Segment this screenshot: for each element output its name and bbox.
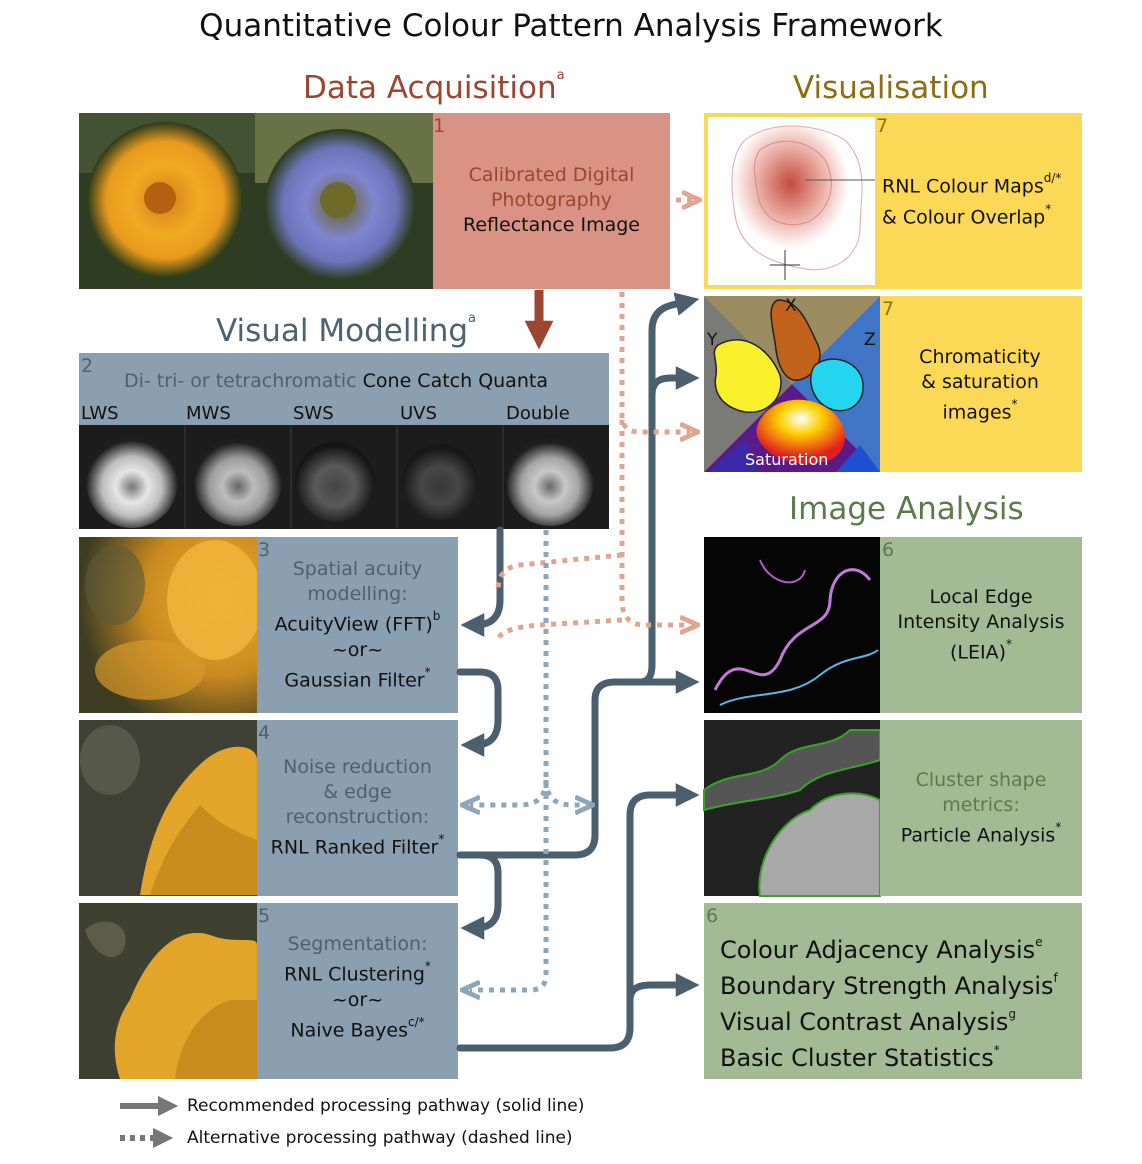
vis2-line2: & saturation (921, 370, 1039, 395)
box3-line4: ~or~ (332, 638, 383, 663)
ana1-line1: Local Edge (929, 585, 1032, 610)
box5-image (79, 903, 257, 1079)
box5-number: 5 (258, 905, 270, 927)
vis2-axis-x: X (785, 296, 797, 316)
box3-text: Spatial acuity modelling: AcuityView (FF… (257, 560, 458, 690)
ana3-sup2: f (1054, 971, 1058, 985)
box4-sup4: * (438, 832, 444, 846)
ana2-text: Cluster shape metrics: Particle Analysis… (880, 768, 1082, 848)
ana1-edge-image (704, 537, 880, 713)
ana3-text: Colour Adjacency Analysise Boundary Stre… (720, 930, 1058, 1074)
ana1-number: 6 (882, 539, 894, 561)
vis1-sup2: * (1045, 202, 1051, 216)
box4-line2: & edge (323, 780, 391, 805)
ana3-line3: Visual Contrast Analysis (720, 1008, 1008, 1036)
vis2-axis-y: Y (707, 330, 717, 350)
ana1-sup3: * (1006, 637, 1012, 651)
channel-images (79, 425, 609, 529)
box1-line3: Reflectance Image (463, 213, 640, 238)
box3-number: 3 (258, 539, 270, 561)
vis2-line3: images (942, 401, 1011, 423)
ana3-sup1: e (1035, 935, 1042, 949)
vis2-number: 7 (882, 298, 894, 320)
section-sup: a (468, 311, 476, 326)
ana2-line3: Particle Analysis (901, 824, 1056, 846)
box3-line2: modelling: (307, 582, 407, 607)
vis2-text: Chromaticity & saturation images* (880, 330, 1080, 440)
box5-text: Segmentation: RNL Clustering* ~or~ Naive… (257, 935, 458, 1040)
box5-line2: RNL Clustering (284, 964, 425, 986)
box4-number: 4 (258, 722, 270, 744)
box3-sup5: * (425, 665, 431, 679)
box1-line2: Photography (491, 188, 612, 213)
ana3-line4: Basic Cluster Statistics (720, 1044, 994, 1072)
box3-image (79, 537, 263, 713)
ana3-sup3: g (1008, 1007, 1016, 1021)
box3-sup3: b (433, 609, 441, 623)
box2-main: Cone Catch Quanta (363, 370, 548, 392)
box5-line4: Naive Bayes (290, 1019, 408, 1041)
box4-line1: Noise reduction (283, 755, 432, 780)
section-label: Image Analysis (789, 491, 1024, 527)
vis1-text: RNL Colour Mapsd/* & Colour Overlap* (882, 168, 1061, 231)
section-label: Visualisation (793, 70, 989, 106)
ana3-number: 6 (706, 905, 718, 927)
box1-text: Calibrated Digital Photography Reflectan… (433, 150, 670, 250)
vis2-sup3: * (1012, 397, 1018, 411)
ana1-text: Local Edge Intensity Analysis (LEIA)* (880, 585, 1082, 665)
section-label: Visual Modelling (216, 313, 468, 349)
ana2-particle-image (704, 720, 880, 896)
vis2-chromaticity-image (704, 296, 880, 472)
section-visual-modelling: Visual Modellinga (216, 313, 476, 349)
vis1-number: 7 (876, 115, 888, 137)
channel-label-sws: SWS (293, 403, 334, 424)
box5-sup2: * (425, 959, 431, 973)
vis1-line1: RNL Colour Maps (882, 175, 1044, 197)
box2-prefix: Di- tri- or tetrachromatic (124, 370, 363, 392)
channel-label-double: Double (506, 403, 570, 424)
ana1-line3: (LEIA) (950, 641, 1006, 663)
ana2-line1: Cluster shape (916, 768, 1047, 793)
vis2-line1: Chromaticity (919, 345, 1041, 370)
ana1-line2: Intensity Analysis (897, 610, 1064, 635)
box5-line3: ~or~ (332, 988, 383, 1013)
box4-line4: RNL Ranked Filter (271, 836, 439, 858)
box3-line3: AcuityView (FFT) (275, 614, 433, 636)
channel-label-uvs: UVS (400, 403, 437, 424)
arrows-dashed-blue (470, 530, 585, 990)
vis1-colour-map-image (708, 117, 875, 285)
legend-dashed-label: Alternative processing pathway (dashed l… (187, 1128, 573, 1148)
section-sup: a (557, 68, 565, 83)
legend-solid-label: Recommended processing pathway (solid li… (187, 1096, 584, 1116)
section-image-analysis: Image Analysis (789, 491, 1024, 527)
box1-line1: Calibrated Digital (469, 163, 635, 188)
box3-line5: Gaussian Filter (284, 669, 424, 691)
ana3-line1: Colour Adjacency Analysis (720, 936, 1035, 964)
box4-line3: reconstruction: (286, 805, 430, 830)
section-label: Data Acquisition (303, 70, 557, 106)
box3-line1: Spatial acuity (293, 557, 423, 582)
ana3-sup4: * (994, 1043, 1000, 1057)
photo-flower-visible (79, 113, 255, 289)
vis1-line2: & Colour Overlap (882, 207, 1045, 229)
ana3-line2: Boundary Strength Analysis (720, 972, 1054, 1000)
box4-image (79, 720, 257, 896)
channel-label-lws: LWS (81, 403, 119, 424)
box2-number: 2 (81, 355, 93, 377)
vis2-saturation-label: Saturation (745, 450, 828, 469)
box4-text: Noise reduction & edge reconstruction: R… (257, 755, 458, 860)
photo-flower-uv (255, 113, 433, 289)
box5-line1: Segmentation: (288, 932, 428, 957)
box2-title: Di- tri- or tetrachromatic Cone Catch Qu… (124, 370, 548, 392)
channel-label-mws: MWS (186, 403, 231, 424)
ana2-line2: metrics: (942, 793, 1019, 818)
box5-sup4: c/* (408, 1015, 425, 1029)
ana2-sup3: * (1055, 820, 1061, 834)
vis1-sup1: d/* (1044, 171, 1062, 185)
section-visualisation: Visualisation (793, 70, 989, 106)
page-title: Quantitative Colour Pattern Analysis Fra… (0, 8, 1142, 44)
box1-number: 1 (433, 115, 445, 137)
vis2-axis-z: Z (864, 330, 876, 350)
section-data-acquisition: Data Acquisitiona (303, 70, 565, 106)
